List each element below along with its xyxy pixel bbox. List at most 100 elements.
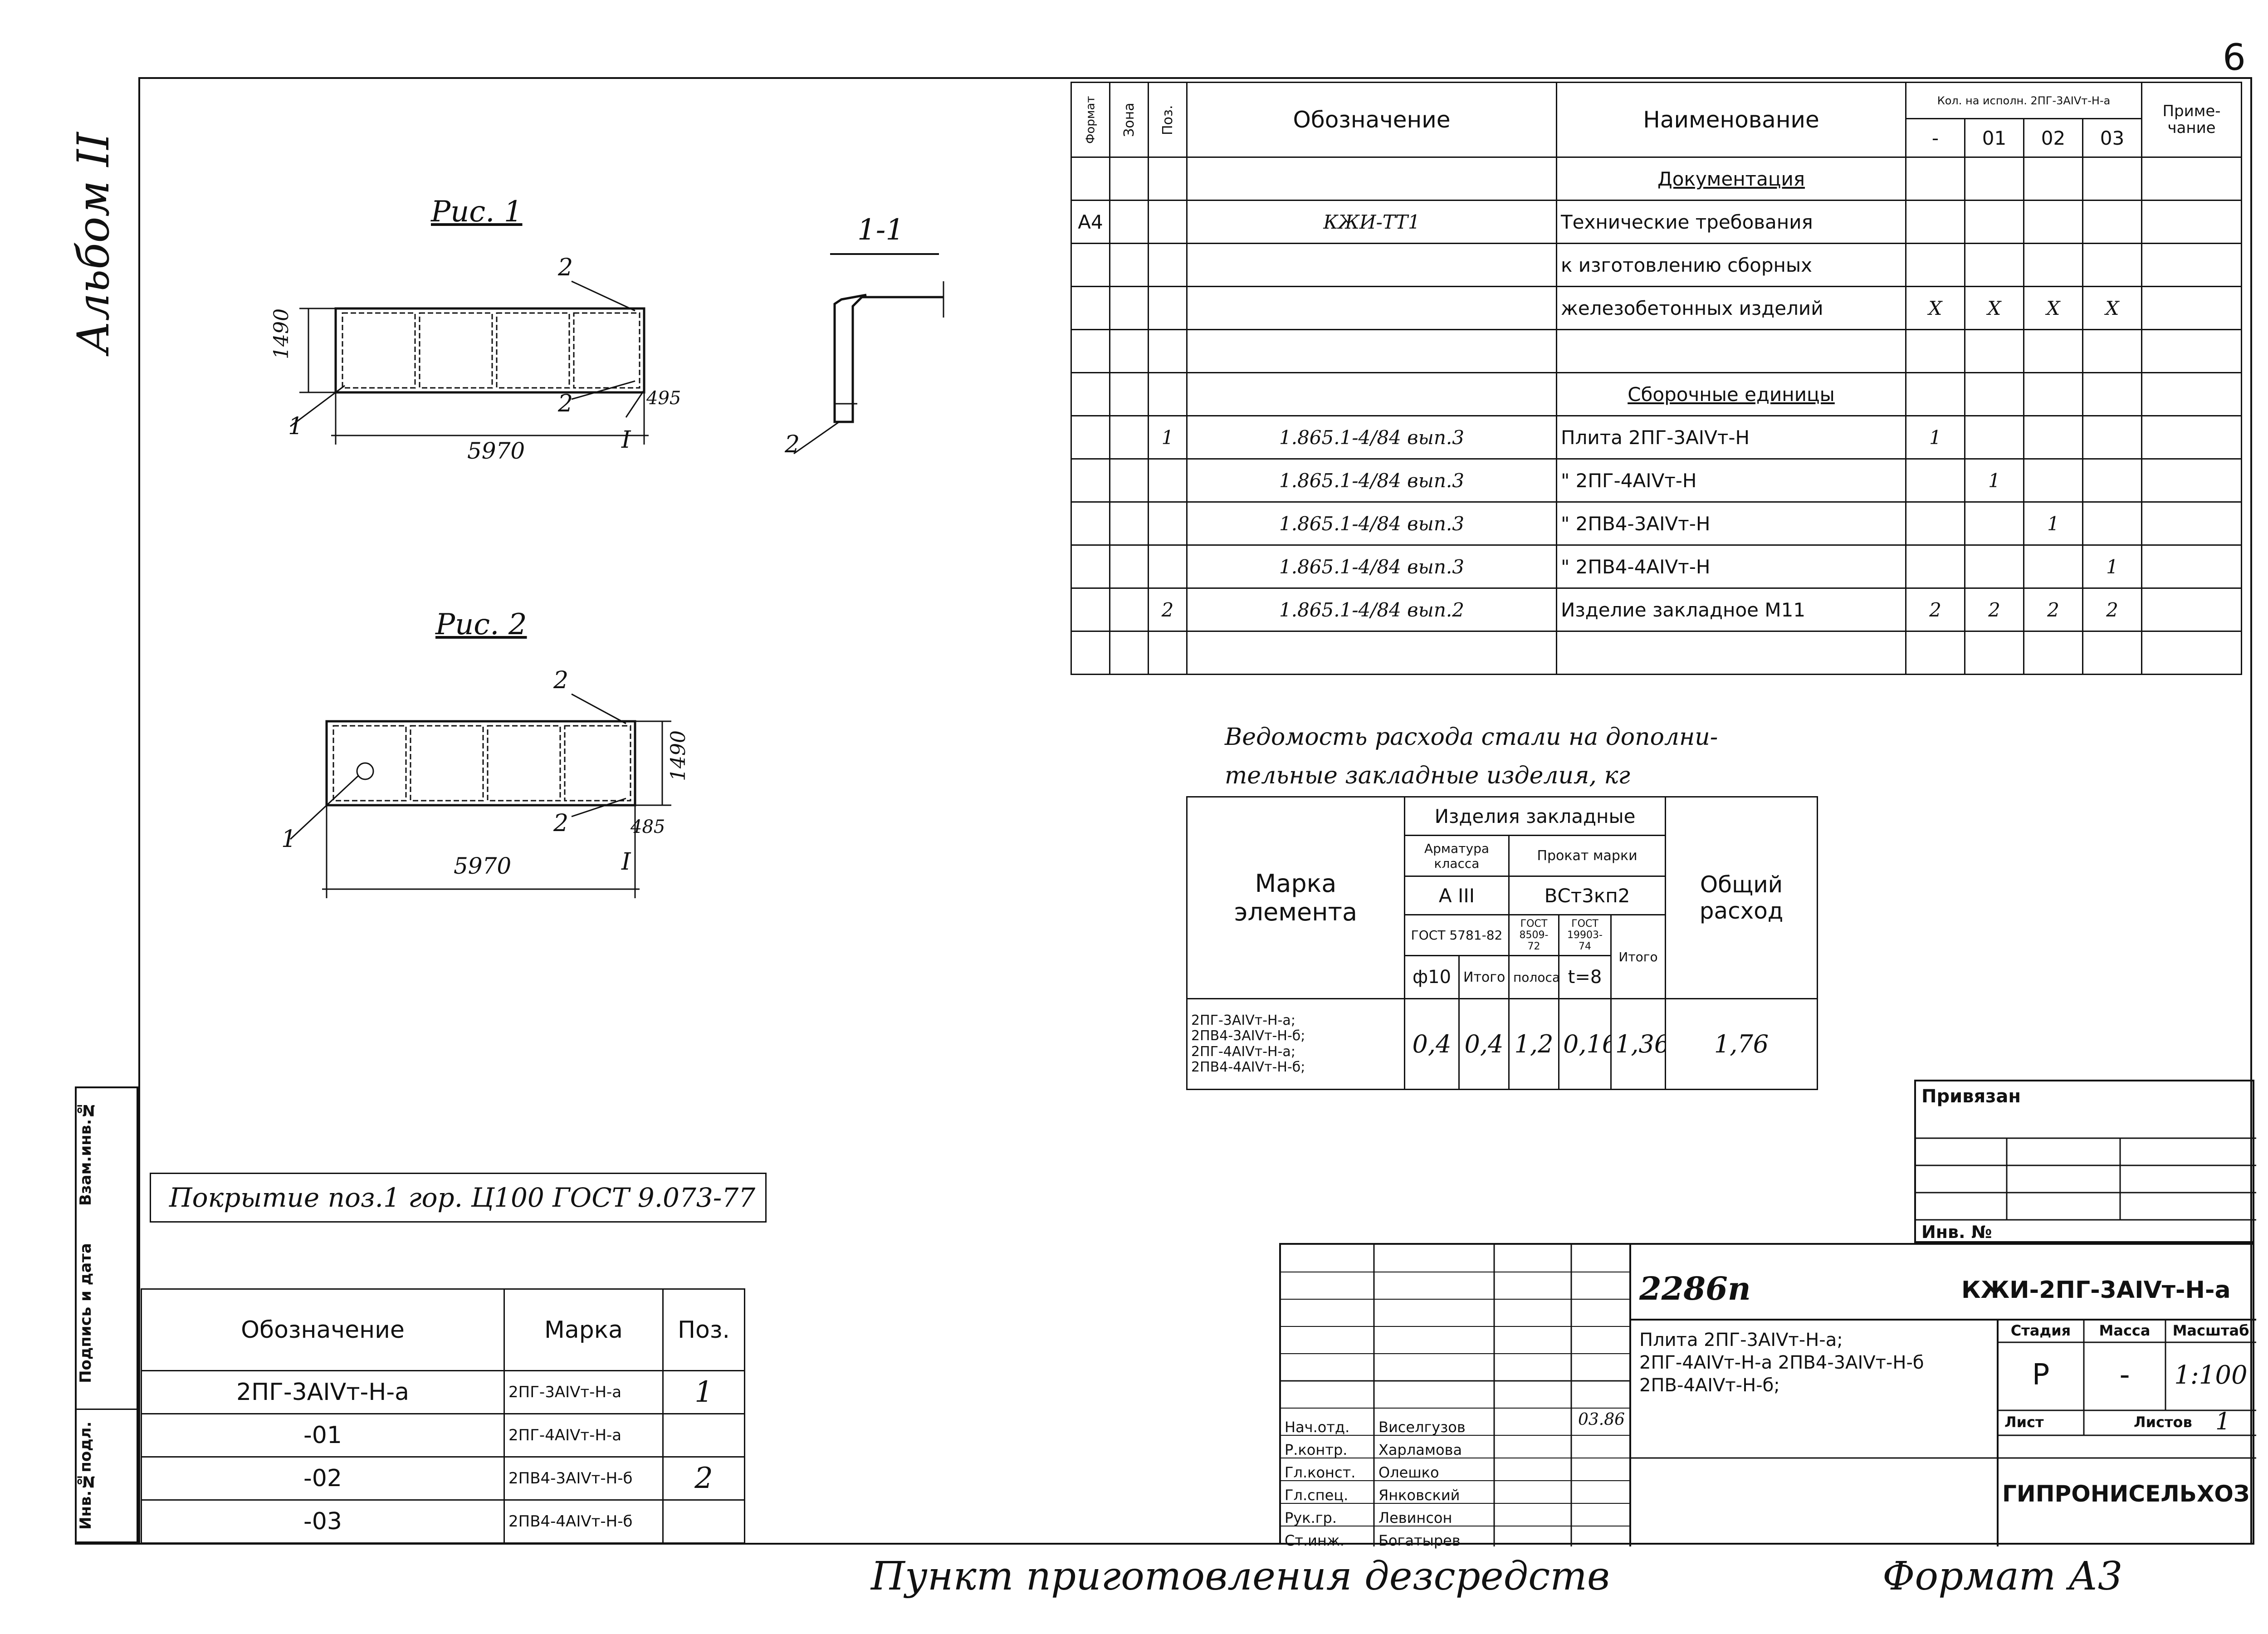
fig2-dim-offset: 485 bbox=[631, 817, 665, 837]
spec-cell-name: " 2ПГ-4АIVт-Н bbox=[1556, 458, 1906, 503]
titleblock-person-name: Левинсон bbox=[1378, 1509, 1452, 1526]
spec-cell-pos bbox=[1148, 329, 1188, 373]
spec-cell-designation bbox=[1186, 157, 1557, 201]
titleblock-person-row: Нач.отд.Виселгузов bbox=[1281, 1415, 1630, 1438]
spec-cell-zone bbox=[1109, 415, 1149, 460]
spec-qty-col: 02 bbox=[2023, 118, 2083, 158]
titleblock-product-line: 2ПВ-4АIVт-Н-б; bbox=[1639, 1375, 1780, 1396]
titleblock-person-role: Ст.инж. bbox=[1285, 1532, 1344, 1549]
spec-qty-col: 03 bbox=[2082, 118, 2143, 158]
spec-cell-pos bbox=[1148, 501, 1188, 546]
spec-cell-qty bbox=[1964, 415, 2024, 460]
spec-cell-qty bbox=[1905, 372, 1965, 416]
spec-cell-note bbox=[2141, 329, 2243, 373]
fig2-callout-2a: 2 bbox=[553, 667, 569, 694]
steel-value: 1,76 bbox=[1665, 998, 1818, 1090]
titleblock-person-name: Харламова bbox=[1378, 1441, 1462, 1458]
spec-cell-name: Технические требования bbox=[1556, 200, 1906, 244]
steel-title-1: Ведомость расхода стали на дополни- bbox=[1225, 724, 1718, 751]
titleblock-mass-label: Масса bbox=[2099, 1322, 2151, 1339]
spec-cell-qty bbox=[2023, 200, 2083, 244]
spec-header-name: Наименование bbox=[1556, 82, 1906, 158]
spec-row: Документация bbox=[1070, 157, 2243, 201]
spec-cell-designation bbox=[1186, 329, 1557, 373]
marks-cell-mark: 2ПВ4-3АIVт-Н-б bbox=[503, 1456, 664, 1501]
titleblock-person-role: Р.контр. bbox=[1285, 1441, 1348, 1458]
spec-cell-qty bbox=[2082, 631, 2143, 675]
spec-cell-name: " 2ПВ4-4АIVт-Н bbox=[1556, 544, 1906, 589]
titleblock-person-row: Гл.спец.Янковский bbox=[1281, 1483, 1630, 1506]
spec-cell-zone bbox=[1109, 243, 1149, 287]
section-title: 1-1 bbox=[857, 213, 904, 247]
spec-cell-name: Документация bbox=[1556, 157, 1906, 201]
steel-col-mark: Марка элемента bbox=[1186, 796, 1405, 999]
titleblock-sheet-label: Лист bbox=[2004, 1414, 2044, 1431]
spec-qty-col: - bbox=[1905, 118, 1965, 158]
spec-cell-qty bbox=[1905, 631, 1965, 675]
fig1-dim-offset: 495 bbox=[646, 388, 681, 409]
spec-cell-format bbox=[1070, 544, 1110, 589]
spec-cell-designation: 1.865.1-4/84 вып.3 bbox=[1186, 544, 1557, 589]
spec-cell-qty bbox=[1905, 329, 1965, 373]
fig2-drawing bbox=[289, 693, 671, 898]
titleblock-stage: Р bbox=[2032, 1358, 2050, 1392]
fig2-title: Рис. 2 bbox=[435, 608, 527, 641]
side-stamp-inv-orig: Инв.№подл. bbox=[77, 1410, 137, 1543]
steel-itogo: Итого bbox=[1458, 955, 1510, 999]
fig2-callout-2b: 2 bbox=[553, 810, 569, 837]
spec-cell-qty: 1 bbox=[2082, 544, 2143, 589]
spec-cell-format bbox=[1070, 243, 1110, 287]
section-1-1: 1-1 2 bbox=[748, 209, 984, 481]
spec-cell-format bbox=[1070, 501, 1110, 546]
drawing-frame bbox=[138, 77, 2252, 1545]
spec-cell-pos bbox=[1148, 372, 1188, 416]
titleblock-date: 03.86 bbox=[1578, 1410, 1625, 1429]
spec-cell-note bbox=[2141, 631, 2243, 675]
steel-row-mark: 2ПГ-4АIVт-Н-а; bbox=[1191, 1043, 1295, 1060]
spec-cell-qty bbox=[2082, 157, 2143, 201]
spec-cell-qty: X bbox=[2023, 286, 2083, 330]
steel-rolled: Прокат марки bbox=[1508, 835, 1667, 877]
spec-cell-qty bbox=[2082, 458, 2143, 503]
marks-header: Поз. bbox=[662, 1288, 745, 1371]
titleblock-person-name: Богатырев bbox=[1378, 1532, 1461, 1549]
marks-cell-pos bbox=[662, 1499, 745, 1544]
titleblock-person-name: Виселгузов bbox=[1378, 1419, 1466, 1436]
spec-cell-pos: 1 bbox=[1148, 415, 1188, 460]
spec-cell-zone bbox=[1109, 329, 1149, 373]
spec-cell-qty bbox=[2082, 501, 2143, 546]
steel-rebar: Арматура класса bbox=[1404, 835, 1510, 877]
spec-cell-qty bbox=[1964, 200, 2024, 244]
spec-cell-zone bbox=[1109, 501, 1149, 546]
spec-cell-designation bbox=[1186, 631, 1557, 675]
titleblock-person-row: Р.контр. Харламова bbox=[1281, 1438, 1630, 1460]
spec-cell-pos bbox=[1148, 631, 1188, 675]
spec-cell-qty bbox=[1964, 372, 2024, 416]
spec-cell-note bbox=[2141, 587, 2243, 632]
spec-cell-name: к изготовлению сборных bbox=[1556, 243, 1906, 287]
sheet-corner-mark: 6 bbox=[2223, 36, 2246, 78]
spec-cell-qty bbox=[2023, 458, 2083, 503]
spec-cell-zone bbox=[1109, 458, 1149, 503]
spec-cell-name: Изделие закладное М11 bbox=[1556, 587, 1906, 632]
spec-cell-pos bbox=[1148, 544, 1188, 589]
side-stamp-replaced-inv: Взам.инв.№ bbox=[77, 1101, 95, 1206]
spec-cell-name: Сборочные единицы bbox=[1556, 372, 1906, 416]
spec-cell-qty bbox=[1964, 157, 2024, 201]
spec-cell-qty bbox=[2023, 415, 2083, 460]
steel-thick: t=8 bbox=[1558, 955, 1612, 999]
titleblock-person-name: Янковский bbox=[1378, 1487, 1460, 1504]
spec-cell-qty bbox=[2023, 329, 2083, 373]
spec-row: к изготовлению сборных bbox=[1070, 243, 2243, 287]
section-drawing bbox=[793, 253, 944, 455]
album-label: Альбом II bbox=[68, 132, 119, 354]
fig1-slab-outline bbox=[334, 307, 645, 394]
spec-header-note: Приме-чание bbox=[2141, 82, 2243, 158]
titleblock-mass: - bbox=[2119, 1358, 2130, 1392]
